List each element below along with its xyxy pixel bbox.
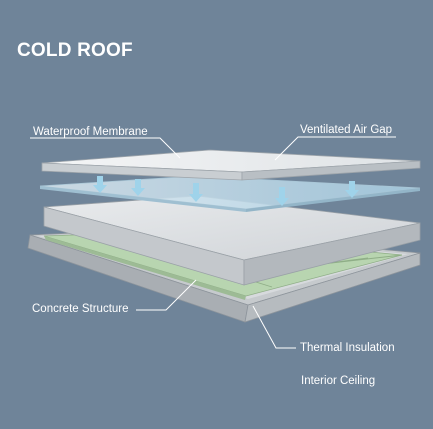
label-concrete-structure: Concrete Structure — [32, 303, 129, 315]
concrete-structure-layer — [43, 195, 421, 286]
diagram-title: COLD ROOF — [17, 40, 133, 61]
down-arrow-icon — [189, 183, 203, 202]
leader-waterproof-membrane — [30, 137, 181, 159]
down-arrow-icon — [93, 176, 107, 193]
leader-thermal-insulation — [252, 305, 296, 349]
down-arrow-icon — [275, 187, 289, 206]
leader-ventilated-air-gap — [274, 136, 396, 161]
label-ventilated-air-gap: Ventilated Air Gap — [300, 124, 393, 136]
leader-lines — [30, 136, 396, 349]
down-arrow-icon — [345, 181, 359, 198]
down-arrow-icon — [131, 179, 145, 196]
waterproof-membrane-layer — [41, 149, 421, 181]
air-flow-arrows — [93, 176, 359, 206]
leader-concrete-structure — [136, 279, 197, 311]
label-thermal-insulation: Thermal Insulation — [300, 342, 395, 354]
label-interior-ceiling: Interior Ceiling — [301, 375, 376, 387]
label-waterproof-membrane: Waterproof Membrane — [33, 126, 148, 138]
